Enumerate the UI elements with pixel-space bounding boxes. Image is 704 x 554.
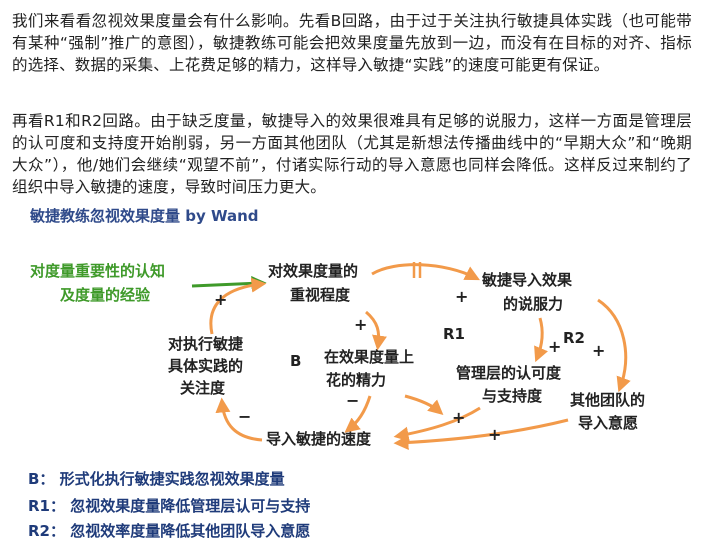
node-importance-line-1: 对效果度量的 bbox=[268, 262, 358, 280]
sign-teams-speed: + bbox=[488, 425, 501, 444]
arrow-persuasion-to-management bbox=[534, 317, 548, 363]
sign-management-speed: + bbox=[452, 408, 465, 427]
external-factor-line-2: 及度量的经验 bbox=[60, 286, 151, 304]
arrow-effort-side bbox=[404, 394, 444, 415]
article-paragraph-2: 再看R1和R2回路。由于缺乏度量，敏捷导入的效果很难具有足够的说服力，这样一方面… bbox=[12, 112, 692, 196]
arrow-speed-to-focus bbox=[215, 397, 263, 442]
arrow-importance-to-effort bbox=[365, 310, 387, 351]
node-focus-line-1: 对执行敏捷 bbox=[168, 335, 244, 353]
sign-speed-focus: − bbox=[238, 407, 251, 426]
node-focus-line-2: 具体实践的 bbox=[168, 357, 243, 375]
arrow-importance-to-persuasion bbox=[371, 263, 481, 281]
legend-r1: R1： 忽视效果度量降低管理层认可与支持 bbox=[28, 497, 311, 515]
node-persuasion-line-2: 的说服力 bbox=[503, 295, 563, 313]
arrow-external-to-importance bbox=[191, 275, 267, 291]
node-speed: 导入敏捷的速度 bbox=[266, 430, 372, 448]
sign-importance-persuasion: + bbox=[455, 287, 468, 306]
sign-focus-importance: + bbox=[214, 290, 227, 309]
loop-label-r2: R2 bbox=[563, 329, 585, 347]
node-effort-line-2: 花的精力 bbox=[326, 371, 386, 389]
sign-persuasion-teams: + bbox=[592, 341, 605, 360]
sign-persuasion-management: + bbox=[548, 337, 561, 356]
node-management-line-1: 管理层的认可度 bbox=[456, 364, 562, 382]
legend-b: B： 形式化执行敏捷实践忽视效果度量 bbox=[28, 470, 285, 488]
node-teams-line-2: 导入意愿 bbox=[578, 414, 638, 432]
node-focus-line-3: 关注度 bbox=[180, 379, 226, 397]
sign-effort-speed: − bbox=[346, 391, 359, 410]
external-factor-line-1: 对度量重要性的认知 bbox=[30, 262, 165, 280]
node-management-line-2: 与支持度 bbox=[482, 387, 543, 405]
node-effort-line-1: 在效果度量上 bbox=[324, 348, 414, 366]
arrow-focus-to-importance bbox=[209, 277, 267, 335]
node-importance-line-2: 重视程度 bbox=[290, 286, 351, 304]
loop-label-r1: R1 bbox=[443, 325, 465, 343]
loop-label-b: B bbox=[290, 352, 301, 370]
diagram-title: 敏捷教练忽视效果度量 by Wand bbox=[30, 207, 259, 225]
node-persuasion-line-1: 敏捷导入效果 bbox=[481, 271, 573, 289]
article-paragraph-1: 我们来看看忽视效果度量会有什么影响。先看B回路，由于过于关注执行敏捷具体实践（也… bbox=[12, 12, 692, 74]
arrow-management-to-speed bbox=[393, 406, 481, 442]
legend-r2: R2： 忽视效率度量降低其他团队导入意愿 bbox=[28, 522, 311, 540]
arrow-persuasion-to-teams bbox=[597, 298, 631, 393]
sign-importance-effort: + bbox=[354, 315, 367, 334]
arrow-teams-to-speed bbox=[393, 418, 569, 450]
node-teams-line-1: 其他团队的 bbox=[570, 391, 645, 409]
arrow-effort-to-speed bbox=[344, 395, 372, 433]
